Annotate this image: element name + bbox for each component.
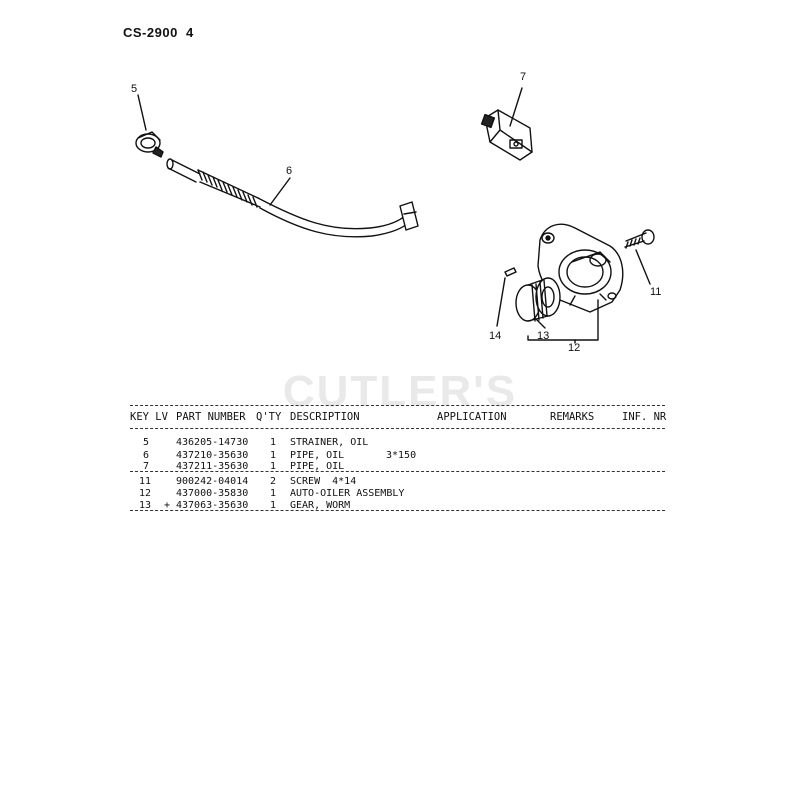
table-row: 6 437210-35630 1 PIPE, OIL 3*150 [0,450,800,462]
callout-12: 12 [568,342,581,354]
row-qty: 1 [270,500,277,511]
table-row: 12 437000-35830 1 AUTO-OILER ASSEMBLY [0,488,800,500]
row-key: 11 [139,476,152,487]
row-part-number: 437000-35830 [176,488,249,499]
row-description: SCREW 4*14 [290,476,357,487]
header-description: DESCRIPTION [290,411,360,423]
screw-part [624,229,655,249]
row-key: 6 [143,450,150,461]
row-key: 5 [143,437,150,448]
table-row: 5 436205-14730 1 STRAINER, OIL [0,437,800,449]
callout-13: 13 [537,330,550,342]
strainer-part [135,131,164,158]
row-qty: 1 [270,488,277,499]
callout-14: 14 [489,330,502,342]
row-lv: + [164,500,171,511]
row-application: 3*150 [386,450,417,461]
table-header-rule [130,428,665,429]
table-row: 13 + 437063-35630 1 GEAR, WORM [0,500,800,512]
row-qty: 1 [270,450,277,461]
row-description: PIPE, OIL [290,461,345,472]
header-remarks: REMARKS [550,411,595,423]
row-qty: 1 [270,461,277,472]
table-row: 11 900242-04014 2 SCREW 4*14 [0,476,800,488]
page-title: CS-2900 4 [123,25,194,40]
callout-6: 6 [286,165,293,177]
row-key: 7 [143,461,150,472]
header-part-number: PART NUMBER [176,411,246,423]
group-rule [130,510,665,511]
parts-diagram [135,87,655,344]
row-description: STRAINER, OIL [290,437,369,448]
pipe-clip-part [480,109,533,161]
row-part-number: 436205-14730 [176,437,249,448]
worm-gear-part [515,277,561,322]
callout-5: 5 [131,83,138,95]
pin-part [504,267,517,277]
group-rule [130,471,665,472]
header-application: APPLICATION [437,411,507,423]
row-part-number: 437063-35630 [176,500,249,511]
oil-pipe-part [166,158,419,238]
callout-11: 11 [650,286,662,298]
row-qty: 1 [270,437,277,448]
row-description: AUTO-OILER ASSEMBLY [290,488,405,499]
row-part-number: 437211-35630 [176,461,249,472]
callout-7: 7 [520,71,527,83]
row-description: PIPE, OIL [290,450,345,461]
row-part-number: 437210-35630 [176,450,249,461]
row-key: 12 [139,488,152,499]
table-row: 7 437211-35630 1 PIPE, OIL [0,461,800,473]
table-top-rule [130,405,665,406]
header-qty: Q'TY [256,411,282,423]
row-description: GEAR, WORM [290,500,351,511]
header-key-lv: KEY LV [130,411,168,423]
row-part-number: 900242-04014 [176,476,249,487]
header-inf-nr: INF. NR [622,411,667,423]
row-qty: 2 [270,476,277,487]
row-key: 13 [139,500,152,511]
